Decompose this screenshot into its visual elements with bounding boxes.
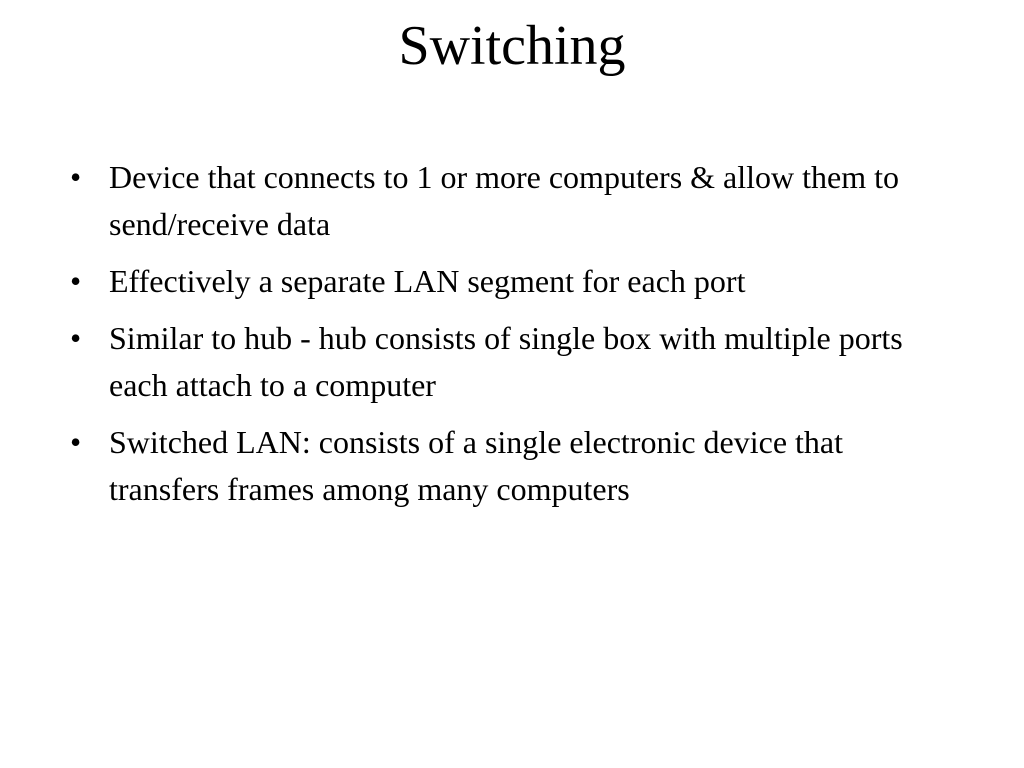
bullet-item-switched-lan: Switched LAN: consists of a single elect… (70, 419, 950, 513)
bullet-item-hub: Similar to hub - hub consists of single … (70, 315, 950, 409)
bullet-item-device: Device that connects to 1 or more comput… (70, 154, 950, 248)
slide-title: Switching (398, 15, 626, 77)
bullet-item-lan-segment: Effectively a separate LAN segment for e… (70, 258, 950, 305)
bullet-list: Device that connects to 1 or more comput… (70, 154, 950, 523)
